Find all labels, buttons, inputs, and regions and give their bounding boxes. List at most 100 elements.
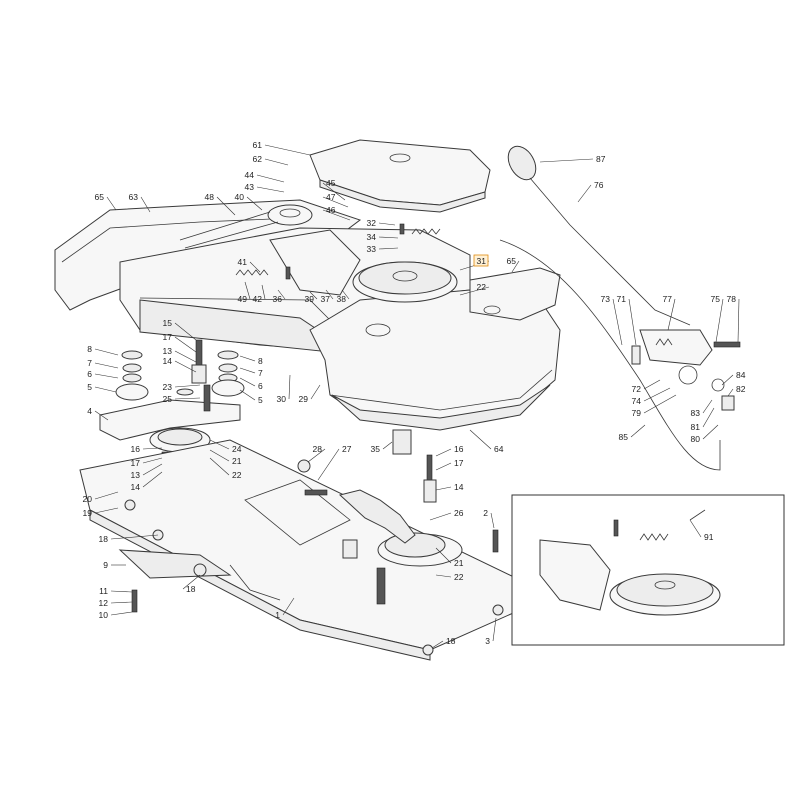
part-number-label: 8 — [258, 356, 263, 366]
part-number-label: 46 — [326, 205, 336, 215]
callout-leader — [325, 289, 334, 300]
part-number-label: 17 — [163, 332, 173, 342]
callout-leader — [539, 158, 594, 163]
part-number-label: 26 — [454, 508, 464, 518]
part-number-label: 7 — [87, 358, 92, 368]
callout-leader — [142, 463, 163, 476]
callout-leader — [110, 534, 159, 540]
callout-leader — [702, 399, 713, 414]
part-number-label: 35 — [371, 444, 381, 454]
base-plate — [79, 429, 521, 661]
callout-leader — [142, 447, 163, 450]
part-number-label: 78 — [727, 294, 737, 304]
callout-leader — [110, 601, 133, 604]
callout-leader — [261, 284, 266, 300]
part-number-label: 30 — [277, 394, 287, 404]
part-number-label: 22 — [454, 572, 464, 582]
part-number-label: 23 — [163, 382, 173, 392]
part-number-label: 18 — [186, 584, 196, 594]
callout-leader — [435, 462, 452, 471]
callout-leader — [174, 384, 201, 388]
part-number-label: 71 — [617, 294, 627, 304]
callout-leader — [239, 389, 256, 401]
callout-leader — [689, 519, 702, 538]
part-number-label: 3 — [485, 636, 490, 646]
callout-leader — [643, 387, 671, 402]
callout-leader — [435, 448, 452, 457]
part-number-label: 8 — [87, 344, 92, 354]
part-number-label: 64 — [494, 444, 504, 454]
part-number-label: 43 — [245, 182, 255, 192]
part-number-label: 32 — [367, 218, 377, 228]
part-number-label: 83 — [691, 408, 701, 418]
part-number-label: 74 — [632, 396, 642, 406]
part-number-label: 36 — [273, 294, 283, 304]
callout-leader — [511, 260, 520, 273]
callout-leader — [249, 261, 261, 273]
part-number-label: 18 — [446, 636, 456, 646]
callout-leader — [264, 158, 289, 166]
upper-pulley-assembly — [179, 204, 458, 303]
part-number-label: 10 — [99, 610, 109, 620]
callout-leader — [288, 374, 291, 400]
callout-leader — [322, 209, 351, 221]
callout-leader — [727, 388, 734, 397]
lever-and-cable — [499, 145, 741, 471]
part-number-label: 31 — [477, 256, 487, 266]
callout-leader — [264, 144, 311, 156]
part-number-label: 22 — [477, 282, 487, 292]
part-number-label: 65 — [507, 256, 517, 266]
part-number-label: 39 — [305, 294, 315, 304]
inset-detail — [511, 494, 785, 646]
callout-leader — [140, 196, 151, 213]
callout-leader — [182, 574, 201, 590]
callout-leader — [435, 574, 452, 578]
part-number-label: 38 — [337, 294, 347, 304]
callout-leader — [492, 617, 497, 642]
part-number-label: 84 — [736, 370, 746, 380]
part-number-label: 44 — [245, 170, 255, 180]
part-number-label: 17 — [454, 458, 464, 468]
part-number-label: 2 — [483, 508, 488, 518]
callout-leader — [612, 298, 623, 346]
part-number-label: 29 — [299, 394, 309, 404]
part-number-label: 7 — [258, 368, 263, 378]
callout-leader — [110, 611, 133, 616]
callout-leader — [94, 373, 119, 379]
callout-leader — [246, 196, 263, 211]
callout-leader — [256, 186, 285, 193]
part-number-label: 1 — [275, 610, 280, 620]
part-number-label: 62 — [253, 154, 263, 164]
part-number-label: 20 — [83, 494, 93, 504]
part-number-label: 47 — [326, 192, 336, 202]
part-number-label: 79 — [632, 408, 642, 418]
callout-leader — [490, 512, 495, 529]
callout-leader — [310, 384, 321, 400]
part-number-label: 80 — [691, 434, 701, 444]
part-number-label: 77 — [663, 294, 673, 304]
callout-leader — [174, 360, 197, 373]
part-number-label: 49 — [238, 294, 248, 304]
callout-leader — [239, 355, 256, 362]
part-number-label: 13 — [131, 470, 141, 480]
part-number-label: 13 — [163, 346, 173, 356]
callout-leader — [209, 449, 230, 462]
part-number-label: 9 — [103, 560, 108, 570]
part-number-label: 14 — [131, 482, 141, 492]
callout-leader — [702, 407, 715, 428]
callout-leader — [469, 429, 492, 450]
callout-leader — [382, 441, 393, 450]
part-number-label: 85 — [619, 432, 629, 442]
callout-leader — [643, 394, 677, 414]
part-number-label: 6 — [87, 369, 92, 379]
callout-leader — [378, 247, 399, 250]
part-number-label: 76 — [594, 180, 604, 190]
part-number-label: 27 — [342, 444, 352, 454]
callout-leader — [174, 350, 197, 363]
part-number-label: 25 — [163, 394, 173, 404]
part-number-label: 14 — [163, 356, 173, 366]
callout-leader — [322, 196, 349, 208]
callout-leader — [317, 448, 340, 481]
callout-leader — [106, 196, 117, 211]
